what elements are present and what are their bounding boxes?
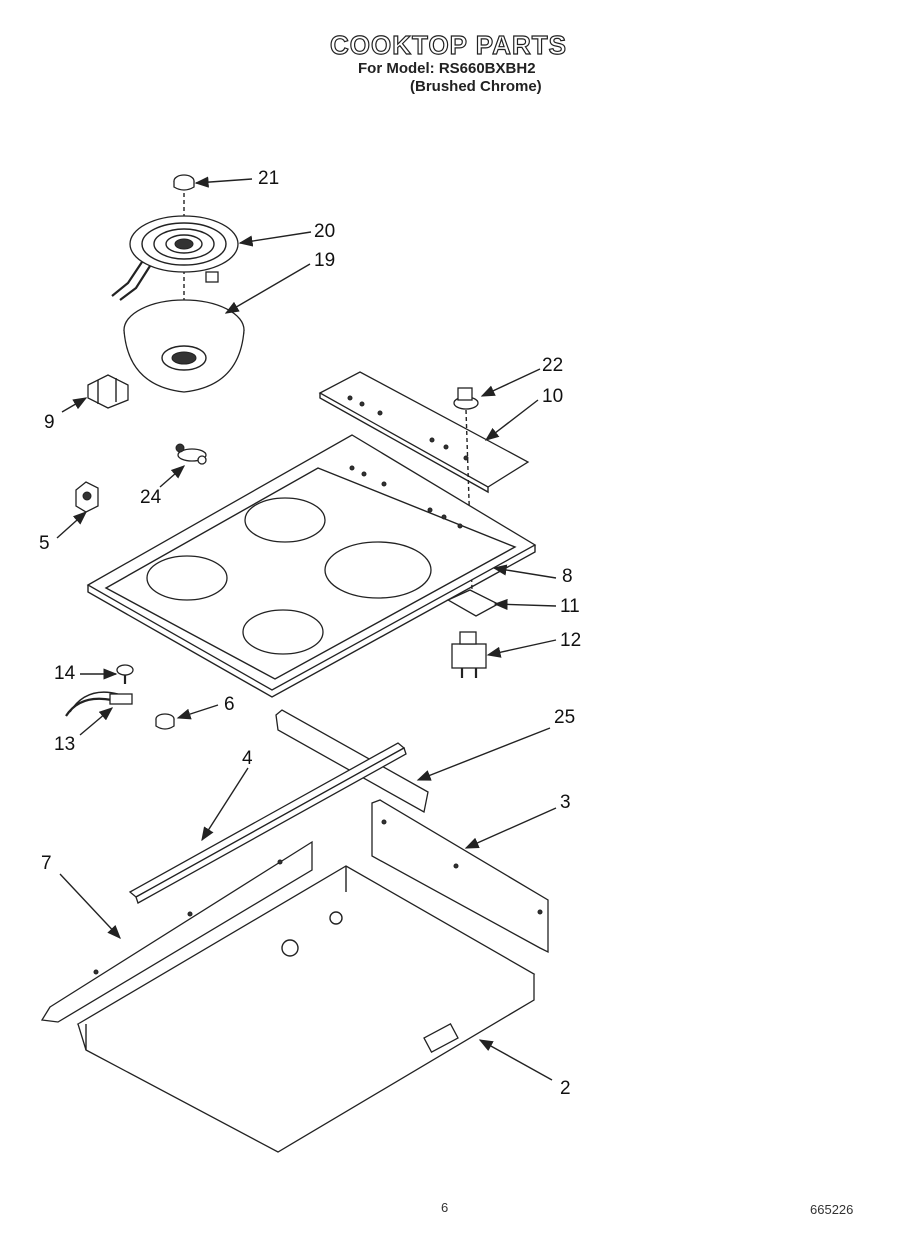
callout-12: 12: [560, 630, 582, 651]
document-number: 665226: [810, 1202, 854, 1217]
callout-11: 11: [560, 596, 580, 617]
part-7-side-panel: [40, 840, 313, 1023]
callout-5: 5: [39, 533, 50, 554]
part-2-burner-box: [76, 865, 536, 1153]
part-19-drip-bowl: [123, 299, 245, 393]
page-title: COOKTOP PARTS: [329, 29, 567, 60]
part-10-control-panel: [318, 371, 530, 494]
finish-line: (Brushed Chrome): [410, 78, 542, 95]
part-13-wire-harness: [65, 691, 133, 717]
part-5-receptacle: [75, 481, 99, 513]
part-11-switch-bracket: [446, 589, 500, 617]
part-4-front-trim: [128, 742, 407, 904]
part-3-side-panel: [371, 799, 549, 954]
part-20-surface-element: [111, 215, 239, 301]
callout-14: 14: [54, 663, 76, 684]
part-22-control-knob: [453, 387, 479, 410]
part-9-terminal-block: [87, 374, 129, 409]
callout-9: 9: [44, 412, 55, 433]
callout-6: 6: [224, 694, 235, 715]
part-8-main-top: [86, 434, 537, 698]
callout-4: 4: [242, 748, 253, 769]
model-line: For Model: RS660BXBH2: [358, 60, 536, 77]
part-21-knob-cap: [173, 174, 195, 191]
part-12-infinite-switch: [451, 631, 487, 678]
callout-10: 10: [542, 386, 564, 407]
part-24-screw: [175, 443, 207, 465]
callout-19: 19: [314, 250, 336, 271]
callout-13: 13: [54, 734, 76, 755]
page-number: 6: [441, 1200, 449, 1215]
callout-leaders: [56, 176, 557, 1081]
part-6-grommet: [155, 713, 175, 730]
callout-2: 2: [560, 1078, 571, 1099]
callout-7: 7: [41, 853, 52, 874]
callout-3: 3: [560, 792, 571, 813]
callout-21: 21: [258, 168, 280, 189]
callout-24: 24: [140, 487, 162, 508]
callout-20: 20: [314, 221, 336, 242]
callout-8: 8: [562, 566, 573, 587]
callout-25: 25: [554, 707, 576, 728]
part-14-clip: [116, 664, 134, 684]
callout-22: 22: [542, 355, 564, 376]
part-25-bracket: [275, 709, 429, 814]
